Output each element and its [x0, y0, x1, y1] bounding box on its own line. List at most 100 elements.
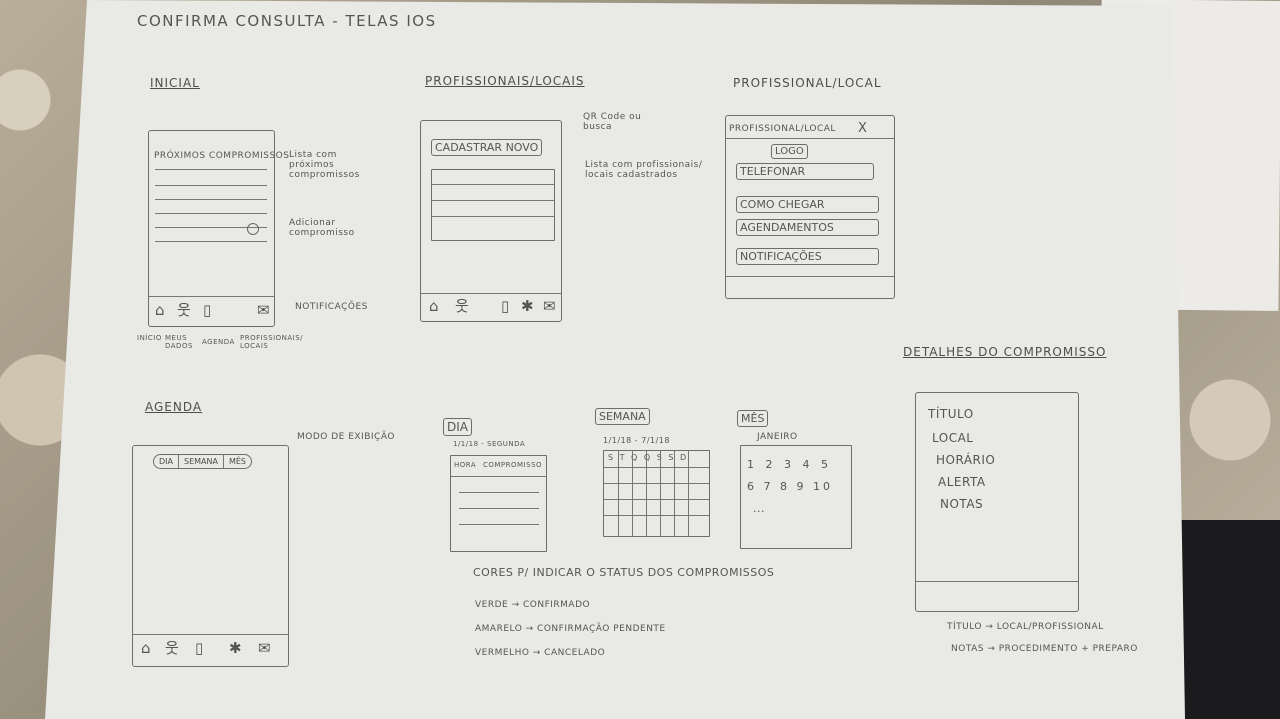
- segment-semana[interactable]: SEMANA: [179, 455, 224, 468]
- header-divider: [726, 138, 894, 139]
- agendamentos-button[interactable]: AGENDAMENTOS: [736, 219, 879, 236]
- calendar-icon[interactable]: ▯: [501, 297, 510, 315]
- semana-preview: S T Q Q S S D: [603, 450, 710, 537]
- semana-days: S T Q Q S S D: [608, 453, 689, 462]
- detalhes-phone: TÍTULO LOCAL HORÁRIO ALERTA NOTAS: [915, 392, 1079, 612]
- mes-label: MÊS: [737, 410, 769, 427]
- field-local: LOCAL: [932, 431, 974, 445]
- dia-col-compromisso: COMPROMISSO: [483, 461, 543, 469]
- bottom-divider: [916, 581, 1078, 582]
- mes-preview: 1 2 3 4 5 6 7 8 9 10 ...: [740, 445, 852, 549]
- cor-vermelho: VERMELHO → CANCELADO: [475, 648, 606, 658]
- envelope-icon[interactable]: ✉: [257, 301, 270, 319]
- mes-row-1: 1 2 3 4 5: [747, 458, 832, 471]
- detalhes-heading: DETALHES DO COMPROMISSO: [903, 345, 1107, 359]
- calendar-icon[interactable]: ▯: [195, 639, 204, 657]
- dia-row-line: [459, 492, 539, 493]
- list-line: [432, 184, 554, 185]
- note-modo-exibicao: MODO DE EXIBIÇÃO: [297, 432, 395, 442]
- grid-line: [674, 451, 675, 536]
- close-icon[interactable]: X: [858, 121, 868, 136]
- note-notificacoes: NOTIFICAÇÕES: [295, 302, 368, 312]
- person-icon[interactable]: 웃: [177, 301, 191, 319]
- profissional-heading: PROFISSIONAL/LOCAL: [733, 76, 882, 90]
- list-line: [155, 169, 267, 170]
- house-icon[interactable]: ⌂: [155, 301, 165, 319]
- field-notas: NOTAS: [940, 497, 984, 511]
- tab-label-profissionais: PROFISSIONAIS/ LOCAIS: [240, 334, 304, 350]
- tabbar-divider: [421, 293, 561, 294]
- list-line: [155, 227, 267, 228]
- cadastrar-novo-button[interactable]: CADASTRAR NOVO: [431, 139, 543, 156]
- dia-col-hora: HORA: [454, 461, 477, 469]
- add-compromisso-icon[interactable]: [247, 223, 259, 235]
- cores-title: CORES P/ INDICAR O STATUS DOS COMPROMISS…: [473, 566, 775, 579]
- grid-line: [688, 451, 689, 536]
- envelope-icon[interactable]: ✉: [543, 297, 556, 315]
- star-icon[interactable]: ✱: [229, 639, 242, 657]
- tabbar-divider: [149, 296, 274, 297]
- grid-line: [646, 451, 647, 536]
- note-titulo-local: TÍTULO → LOCAL/PROFISSIONAL: [947, 622, 1104, 632]
- profissional-phone: PROFISSIONAL/LOCAL X LOGO TELEFONAR COMO…: [725, 115, 895, 299]
- segment-dia[interactable]: DIA: [154, 455, 179, 468]
- tabbar-divider: [133, 634, 288, 635]
- dark-corner: [1180, 520, 1280, 719]
- grid-line: [604, 483, 709, 484]
- inicial-heading: INICIAL: [150, 76, 200, 90]
- grid-line: [632, 451, 633, 536]
- dia-label: DIA: [443, 418, 472, 436]
- como-chegar-button[interactable]: COMO CHEGAR: [736, 196, 879, 213]
- cor-amarelo: AMARELO → CONFIRMAÇÃO PENDENTE: [475, 624, 666, 634]
- agenda-heading: AGENDA: [145, 400, 203, 414]
- mes-row-3: ...: [753, 502, 765, 515]
- dia-row-line: [459, 524, 539, 525]
- profissionais-phone: CADASTRAR NOVO ⌂ 웃 ▯ ✱ ✉: [420, 120, 562, 322]
- profissional-header: PROFISSIONAL/LOCAL: [729, 124, 836, 134]
- envelope-icon[interactable]: ✉: [258, 639, 271, 657]
- mes-month: JANEIRO: [757, 432, 798, 442]
- grid-line: [604, 467, 709, 468]
- note-notas-procedimento: NOTAS → PROCEDIMENTO + PREPARO: [951, 644, 1138, 654]
- field-horario: HORÁRIO: [936, 453, 996, 467]
- cor-verde: VERDE → CONFIRMADO: [475, 600, 591, 610]
- list-line: [432, 216, 554, 217]
- inicial-phone: PRÓXIMOS COMPROMISSOS ⌂ 웃 ▯ ✉: [148, 130, 289, 327]
- profissionais-heading: PROFISSIONAIS/LOCAIS: [425, 74, 585, 88]
- note-lista: Lista com próximos compromissos: [289, 150, 360, 180]
- note-qr-code: QR Code ou busca: [583, 112, 642, 132]
- tab-label-agenda: AGENDA: [202, 338, 235, 346]
- profissionais-list: [431, 169, 555, 241]
- house-icon[interactable]: ⌂: [141, 639, 151, 657]
- notificacoes-button[interactable]: NOTIFICAÇÕES: [736, 248, 879, 265]
- dia-row-line: [459, 508, 539, 509]
- telefonar-button[interactable]: TELEFONAR: [736, 163, 874, 180]
- field-alerta: ALERTA: [938, 475, 986, 489]
- note-lista-profissionais: Lista com profissionais/ locais cadastra…: [585, 160, 703, 180]
- segment-mes[interactable]: MÊS: [228, 457, 247, 466]
- semana-label: SEMANA: [595, 408, 650, 425]
- note-adicionar: Adicionar compromisso: [289, 218, 355, 238]
- calendar-icon[interactable]: ▯: [203, 301, 212, 319]
- grid-line: [604, 515, 709, 516]
- dia-preview: HORA COMPROMISSO: [450, 455, 547, 552]
- list-line: [155, 241, 267, 242]
- tab-label-meus-dados: MEUS DADOS: [165, 334, 193, 350]
- sheet-title: CONFIRMA CONSULTA - TELAS IOS: [137, 12, 437, 30]
- list-line: [432, 200, 554, 201]
- modo-exibicao-segmented: DIA SEMANA MÊS: [153, 454, 253, 469]
- person-icon[interactable]: 웃: [455, 297, 469, 315]
- grid-line: [618, 451, 619, 536]
- logo-placeholder: LOGO: [771, 144, 808, 159]
- semana-range: 1/1/18 - 7/1/18: [603, 436, 670, 445]
- list-line: [155, 185, 267, 186]
- grid-line: [660, 451, 661, 536]
- tab-label-inicio: INÍCIO: [137, 334, 162, 342]
- dia-range: 1/1/18 - SEGUNDA: [453, 440, 526, 448]
- person-icon[interactable]: 웃: [165, 639, 179, 657]
- field-titulo: TÍTULO: [928, 407, 974, 421]
- star-icon[interactable]: ✱: [521, 297, 534, 315]
- house-icon[interactable]: ⌂: [429, 297, 439, 315]
- proximos-compromissos-header: PRÓXIMOS COMPROMISSOS: [154, 151, 290, 161]
- bottom-divider: [726, 276, 894, 277]
